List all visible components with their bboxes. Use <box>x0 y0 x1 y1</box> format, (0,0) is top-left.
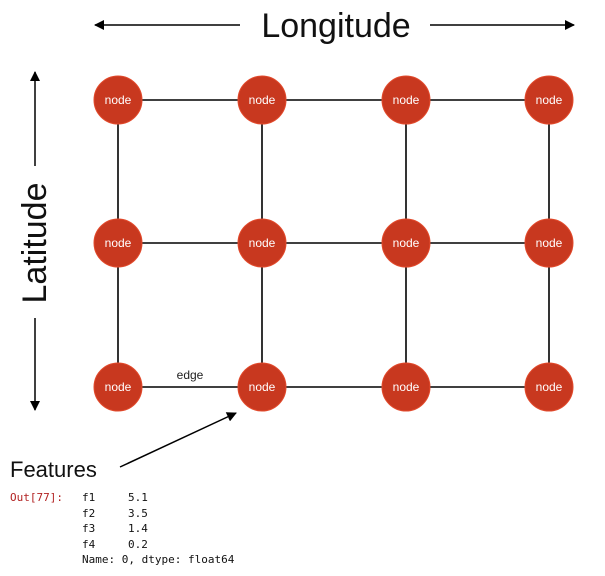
node-label: node <box>105 236 132 250</box>
longitude-title: Longitude <box>261 7 410 45</box>
output-value: 5.1 <box>128 491 148 504</box>
node-circle <box>237 218 287 268</box>
node-label: node <box>249 93 276 107</box>
node-circle <box>524 75 574 125</box>
node-circle <box>524 218 574 268</box>
node-0-2: node <box>381 75 431 125</box>
output-key: f2 <box>82 506 96 520</box>
node-1-3: node <box>524 218 574 268</box>
edge-label: edge <box>177 368 204 382</box>
output-row-f3: f3 1.4 <box>82 521 234 537</box>
node-label: node <box>105 380 132 394</box>
node-label: node <box>249 236 276 250</box>
edge-group <box>117 99 550 388</box>
node-label: node <box>536 93 563 107</box>
node-1-2: node <box>381 218 431 268</box>
node-group: node node node node node node node node node node… <box>93 75 574 412</box>
node-label: node <box>393 236 420 250</box>
output-key: f4 <box>82 537 96 551</box>
node-circle <box>93 75 143 125</box>
node-label: node <box>105 93 132 107</box>
node-label: node <box>536 380 563 394</box>
node-2-3: node <box>524 362 574 412</box>
output-value: 1.4 <box>128 522 148 535</box>
node-circle <box>524 362 574 412</box>
node-circle <box>237 362 287 412</box>
output-prompt: Out[77]: <box>10 491 63 504</box>
node-1-1: node <box>237 218 287 268</box>
output-row-f1: f1 5.1 <box>82 490 234 506</box>
output-value: 0.2 <box>128 537 148 551</box>
output-footer: Name: 0, dtype: float64 <box>82 553 235 566</box>
node-2-2: node <box>381 362 431 412</box>
features-label: Features <box>10 457 97 482</box>
node-0-3: node <box>524 75 574 125</box>
latitude-title: Latitude <box>16 183 54 304</box>
node-circle <box>93 362 143 412</box>
node-circle <box>93 218 143 268</box>
node-1-0: node <box>93 218 143 268</box>
features-pointer-arrow <box>119 412 237 468</box>
node-0-1: node <box>237 75 287 125</box>
output-key: f3 <box>82 522 96 535</box>
output-key: f1 <box>82 491 96 504</box>
node-label: node <box>393 380 420 394</box>
node-0-0: node <box>93 75 143 125</box>
node-circle <box>381 362 431 412</box>
node-circle <box>381 218 431 268</box>
node-circle <box>237 75 287 125</box>
node-label: node <box>249 380 276 394</box>
output-row-f2: f2 3.5 <box>82 506 234 522</box>
output-row-f4: f4 0.2 <box>82 537 234 553</box>
node-2-0: node <box>93 362 143 412</box>
node-circle <box>381 75 431 125</box>
node-2-1: node <box>237 362 287 412</box>
node-label: node <box>393 93 420 107</box>
node-label: node <box>536 236 563 250</box>
output-value: 3.5 <box>128 506 148 520</box>
